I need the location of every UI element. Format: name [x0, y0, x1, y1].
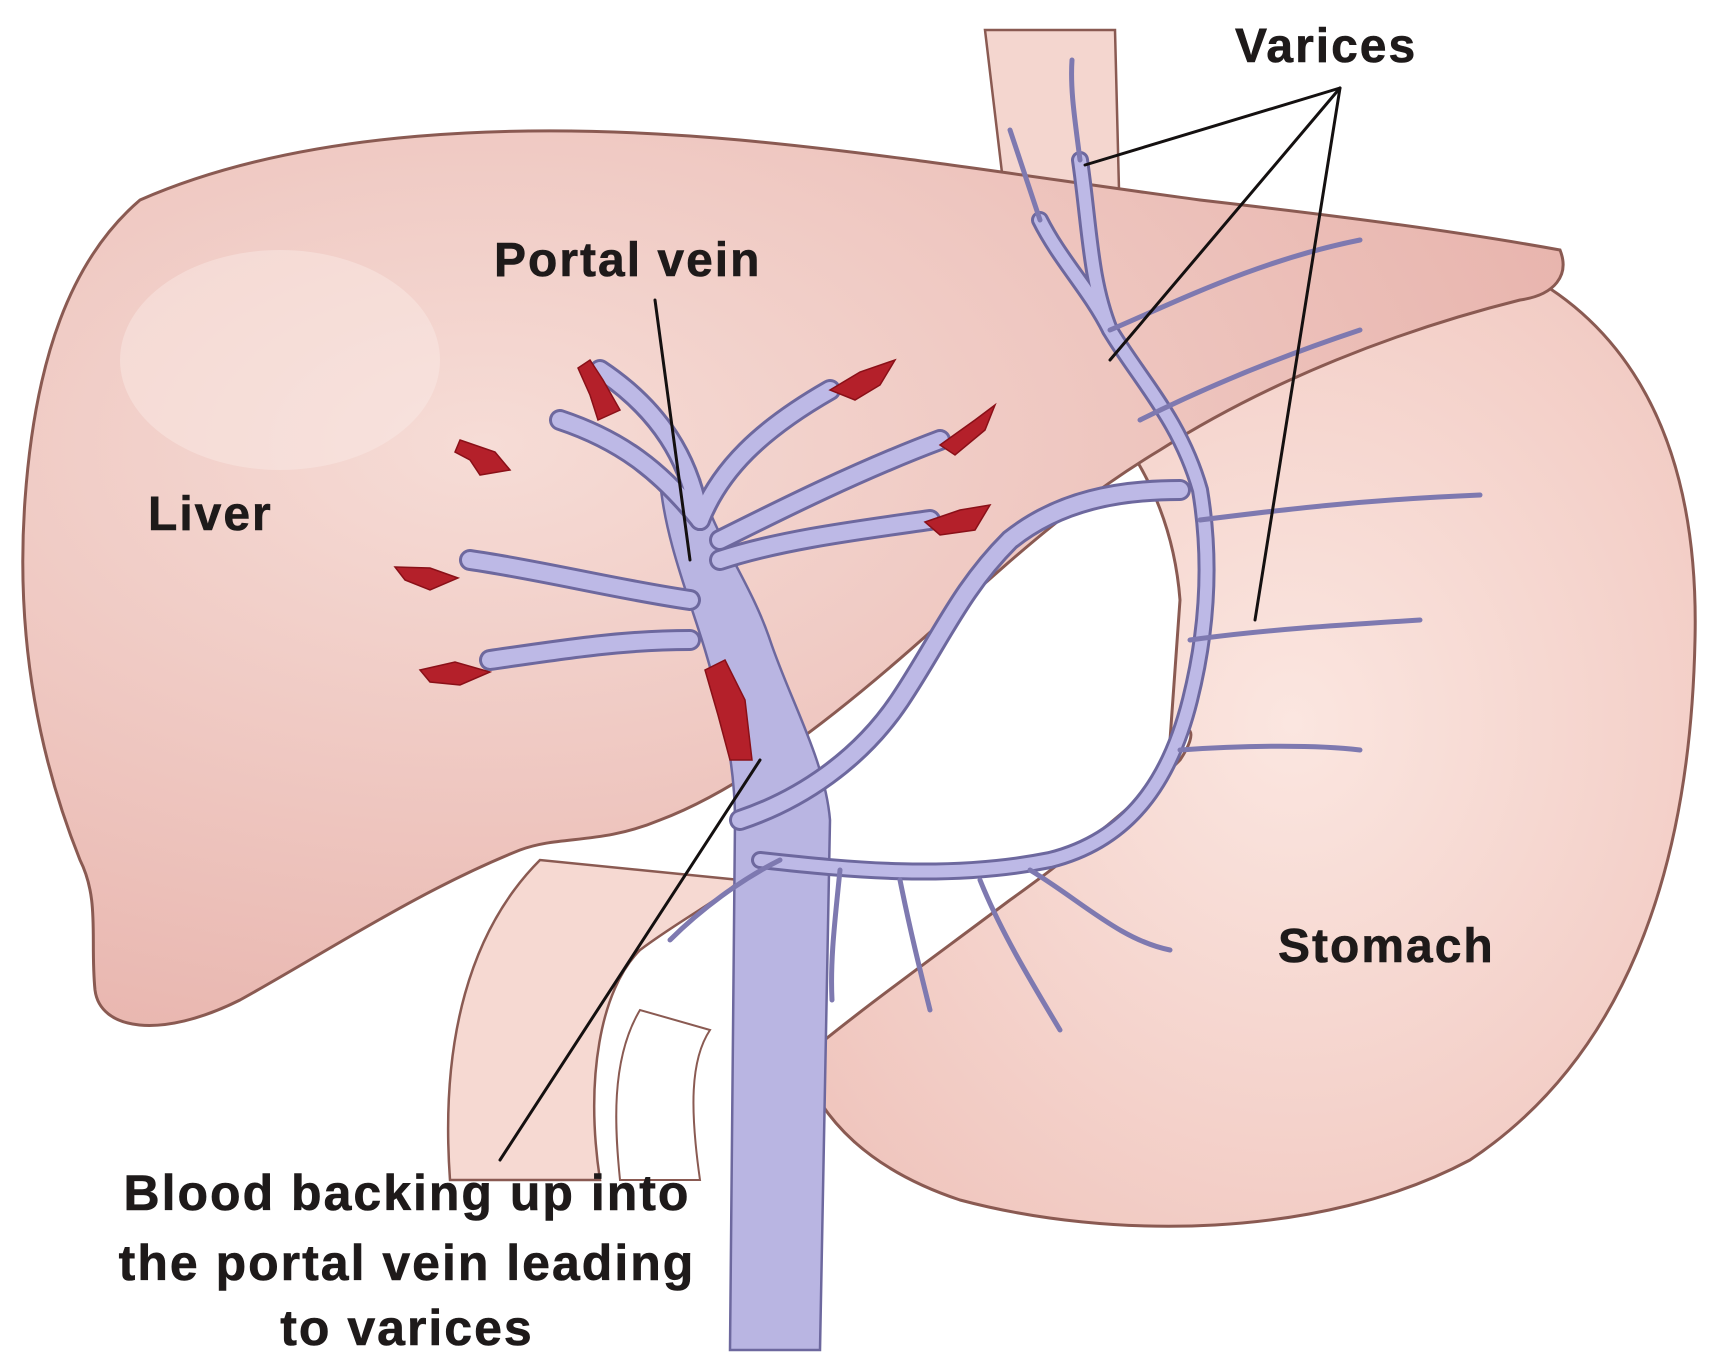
liver-highlight [120, 250, 440, 470]
label-stomach: Stomach [1278, 920, 1495, 973]
label-varices: Varices [1235, 20, 1417, 73]
caption-line-1: Blood backing up into [124, 1165, 691, 1221]
caption-line-3: to varices [280, 1300, 533, 1353]
label-portal-vein: Portal vein [494, 234, 761, 287]
caption-line-2: the portal vein leading [119, 1235, 696, 1291]
label-liver: Liver [148, 488, 273, 541]
